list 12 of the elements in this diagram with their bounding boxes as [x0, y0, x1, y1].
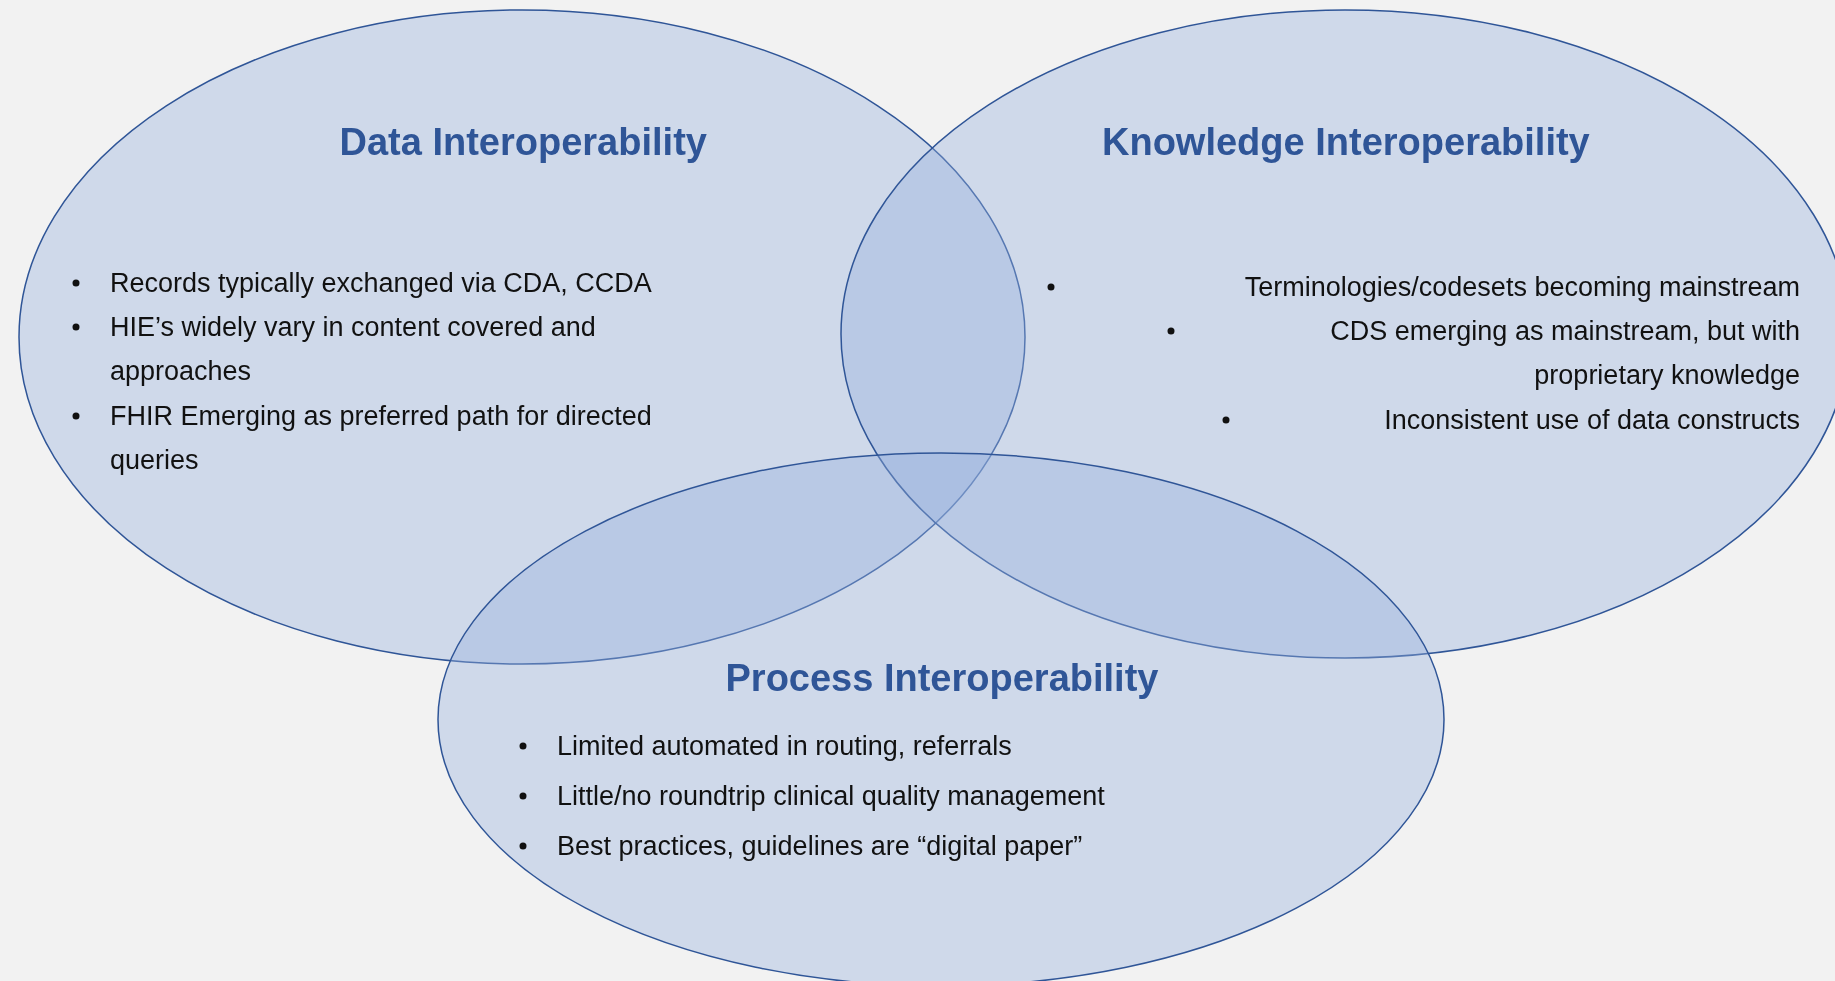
bullet-text: Best practices, guidelines are “digital paper” [557, 830, 1084, 863]
heading: Knowledge Interoperability [1102, 121, 1590, 164]
heading: Process Interoperability [725, 657, 1159, 700]
bullet-text: HIE’s widely vary in content covered and approaches [110, 311, 597, 388]
bullet-text: Little/no roundtrip clinical quality management [557, 780, 1106, 813]
bullet-text: Terminologies/codesets becoming mainstream [1243, 271, 1800, 304]
bullet-text: Limited automated in routing, referrals [557, 730, 1013, 763]
heading: Data Interoperability [339, 121, 707, 164]
bullet-text: FHIR Emerging as preferred path for directed queries [110, 400, 653, 477]
bullet-text: Records typically exchanged via CDA, CCDA [110, 267, 653, 300]
bullet-text: CDS emerging as mainstream, but with proprietary knowledge [1329, 315, 1800, 392]
bullet-text: Inconsistent use of data constructs [1383, 404, 1800, 437]
